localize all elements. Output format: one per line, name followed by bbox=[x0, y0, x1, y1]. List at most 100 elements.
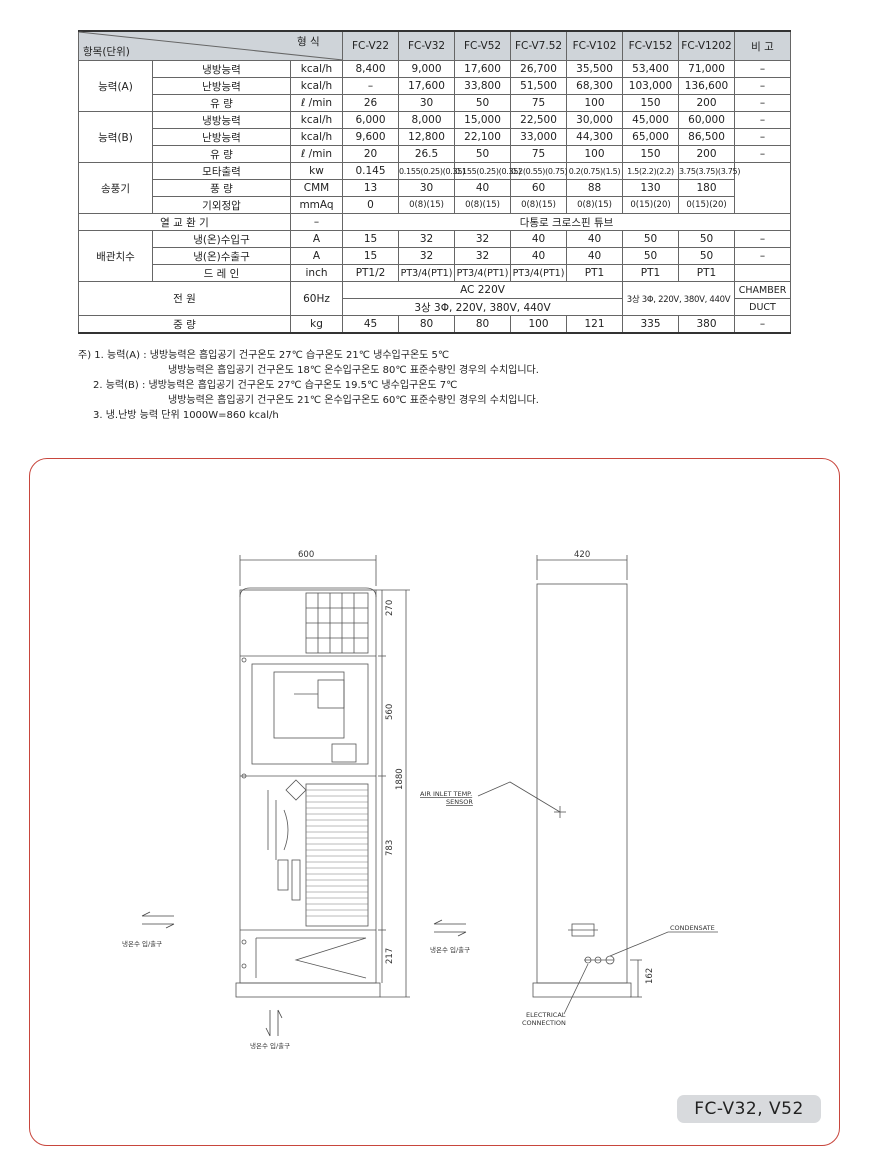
row-label: 냉(온)수출구 bbox=[152, 247, 291, 265]
drawing-frame bbox=[29, 458, 840, 1146]
side-view-body bbox=[536, 583, 628, 984]
water-label-bottom: 냉온수 입/출구 bbox=[250, 1041, 290, 1050]
cell: PT1 bbox=[566, 264, 624, 282]
cell: 30 bbox=[398, 94, 456, 112]
sensor-label-2: SENSOR bbox=[446, 798, 473, 806]
power-three-large: 3상 3Φ, 220V, 380V, 440V bbox=[622, 281, 736, 316]
row-label: 모타출력 bbox=[152, 162, 291, 180]
row-unit: mmAq bbox=[289, 196, 344, 214]
table-row: 전 원 60Hz AC 220V 3상 3Φ, 220V, 380V, 440V… bbox=[78, 281, 792, 316]
remark-duct: DUCT bbox=[734, 298, 792, 316]
coil-pipes bbox=[267, 790, 289, 860]
remark-cell: – bbox=[734, 315, 792, 334]
row-label: 난방능력 bbox=[152, 128, 291, 146]
condensate-leader bbox=[609, 931, 718, 957]
cell: 17,600 bbox=[454, 60, 512, 78]
table-row: 배관치수 냉(온)수입구 A 15 32 32 40 40 50 50 – bbox=[78, 230, 792, 282]
table-row: 송풍기 모타출력 kw 0.145 0.155(0.25)(0.35) 0.15… bbox=[78, 162, 792, 214]
table-row: 유 량 ℓ /min 26 30 50 75 100 150 200 – bbox=[79, 94, 792, 112]
cell: 26,700 bbox=[510, 60, 568, 78]
coil-louvers bbox=[305, 783, 369, 927]
note-2a: 2. 능력(B) : 냉방능력은 흡입공기 건구온도 27℃ 습구온도 19.5… bbox=[93, 380, 458, 391]
dim-h4: 217 bbox=[385, 948, 395, 964]
cell: 50 bbox=[622, 230, 680, 248]
condensate-label: CONDENSATE bbox=[670, 924, 715, 932]
cell: 180 bbox=[678, 179, 736, 197]
dim-h2: 560 bbox=[385, 704, 395, 720]
electrical-leader bbox=[563, 963, 589, 1015]
cell: 45,000 bbox=[622, 111, 680, 129]
table-row: 능력(B) 냉방능력 kcal/h 6,000 8,000 15,000 22,… bbox=[78, 111, 792, 163]
note-2b: 냉방능력은 흡입공기 건구온도 21℃ 온수입구온도 60℃ 표준수량인 경우의… bbox=[168, 395, 539, 406]
flow-arrows bbox=[141, 911, 467, 1037]
row-label: 전 원 bbox=[78, 281, 291, 316]
group-label: 배관치수 bbox=[78, 230, 153, 282]
diamond-icon bbox=[285, 779, 307, 801]
table-row: 3상 3Φ, 220V, 380V, 440V DUCT bbox=[79, 298, 792, 316]
remarks-header: 비 고 bbox=[734, 30, 792, 61]
front-view-base bbox=[235, 982, 381, 998]
cell: 50 bbox=[454, 145, 512, 163]
table-row: 유 량 ℓ /min 20 26.5 50 75 100 150 200 – bbox=[79, 145, 792, 163]
dim-h3: 783 bbox=[385, 840, 395, 856]
model-badge: FC-V32, V52 bbox=[677, 1095, 821, 1123]
table-row: 열 교 환 기 – 다통로 크로스핀 튜브 bbox=[78, 213, 792, 231]
dim-total: 1880 bbox=[395, 768, 405, 790]
cell: 50 bbox=[622, 247, 680, 265]
front-view-top-cap bbox=[239, 587, 377, 598]
cell: 60 bbox=[510, 179, 568, 197]
water-label-left: 냉온수 입/출구 bbox=[122, 939, 162, 948]
row-label: 난방능력 bbox=[152, 77, 291, 95]
cell: 150 bbox=[622, 94, 680, 112]
dim-h1: 270 bbox=[385, 600, 395, 616]
cell: 121 bbox=[566, 315, 624, 334]
cell: 45 bbox=[342, 315, 400, 334]
cell: 40 bbox=[566, 230, 624, 248]
header-diagonal-cell: 항목(단위) 형 식 bbox=[77, 30, 344, 61]
cell: 380 bbox=[678, 315, 736, 334]
sensor-label-1: AIR INLET TEMP. bbox=[420, 790, 472, 798]
cell: 335 bbox=[622, 315, 680, 334]
cell: 80 bbox=[398, 315, 456, 334]
row-unit: 60Hz bbox=[289, 281, 344, 316]
dim-h5: 162 bbox=[645, 968, 655, 984]
model-header: FC-V7.52 bbox=[510, 30, 568, 61]
header-model-label: 형 식 bbox=[297, 36, 320, 48]
row-unit: kcal/h bbox=[289, 128, 344, 146]
top-grille bbox=[305, 592, 369, 654]
table-row: 풍 량 CMM 13 30 40 60 88 130 180 bbox=[79, 179, 791, 197]
dim-depth: 420 bbox=[574, 550, 590, 560]
drain-tray bbox=[256, 937, 367, 979]
note-1a: 주) 1. 능력(A) : 냉방능력은 흡입공기 건구온도 27℃ 습구온도 2… bbox=[78, 350, 450, 361]
cell: 8,400 bbox=[342, 60, 400, 78]
cell: 40 bbox=[454, 179, 512, 197]
row-unit: inch bbox=[289, 264, 344, 282]
row-unit: kcal/h bbox=[289, 60, 344, 78]
diagonal-line bbox=[78, 31, 344, 61]
control-box bbox=[331, 743, 357, 763]
side-view-base bbox=[532, 982, 632, 998]
header-item-label: 항목(단위) bbox=[83, 46, 130, 58]
water-label-right: 냉온수 입/출구 bbox=[430, 945, 470, 954]
cell: 100 bbox=[510, 315, 568, 334]
sensor-leader bbox=[477, 781, 561, 813]
cell: 40 bbox=[510, 247, 568, 265]
table-row: 드 레 인 inch PT1/2 PT3/4(PT1) PT3/4(PT1) P… bbox=[79, 264, 792, 282]
note-3: 3. 냉.난방 능력 단위 1000W=860 kcal/h bbox=[93, 410, 279, 421]
model-header: FC-V1202 bbox=[678, 30, 736, 61]
electrical-label-2: CONNECTION bbox=[522, 1019, 566, 1027]
cell: 136,600 bbox=[678, 77, 736, 95]
cell: 51,500 bbox=[510, 77, 568, 95]
cell: 22,500 bbox=[510, 111, 568, 129]
cell: 71,000 bbox=[678, 60, 736, 78]
front-view-body bbox=[239, 589, 377, 984]
row-unit: kg bbox=[289, 315, 344, 334]
louver-lines bbox=[306, 789, 368, 917]
fan-section bbox=[251, 663, 369, 765]
cell: 9,600 bbox=[342, 128, 400, 146]
cell: 75 bbox=[510, 94, 568, 112]
note-1b: 냉방능력은 흡입공기 건구온도 18℃ 온수입구온도 80℃ 표준수량인 경우의… bbox=[168, 365, 539, 376]
group-label: 능력(B) bbox=[78, 111, 153, 163]
spec-table: 항목(단위) 형 식 FC-V22 FC-V32 FC-V52 FC-V7.52… bbox=[77, 30, 792, 334]
row-label: 중 량 bbox=[78, 315, 291, 334]
